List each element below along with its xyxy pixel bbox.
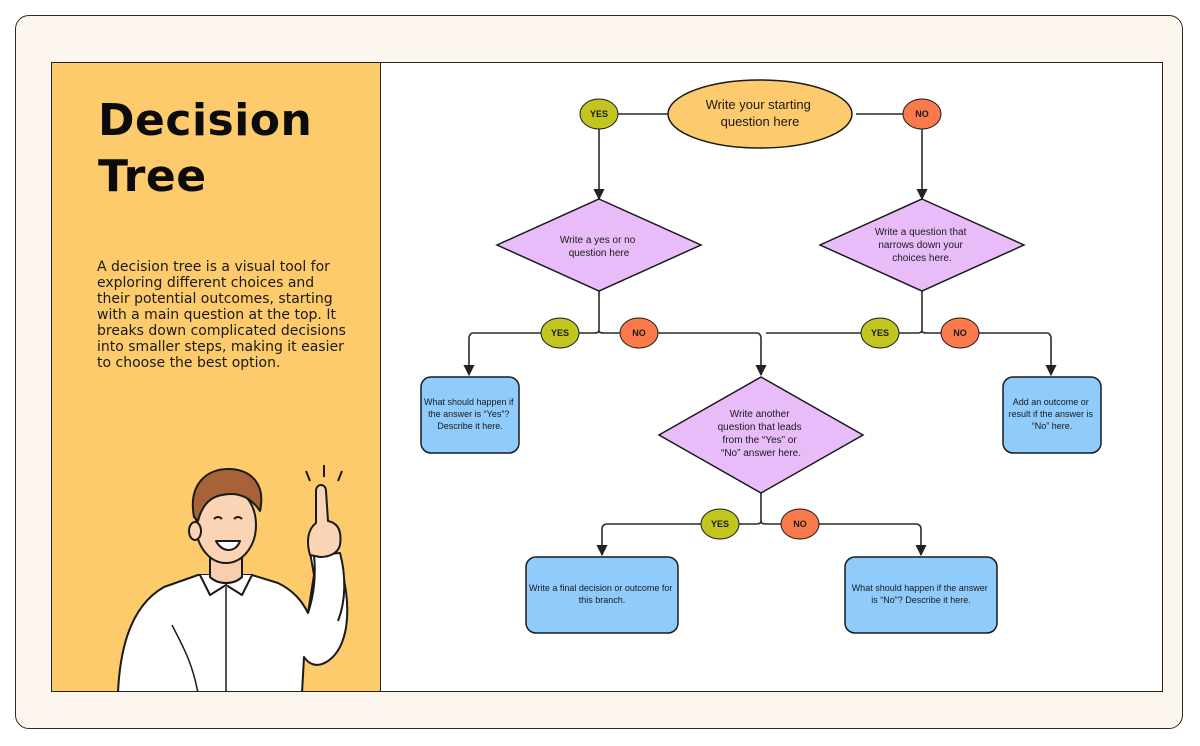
- outcome-left-node[interactable]: What should happen if the answer is “Yes…: [420, 376, 520, 454]
- svg-text:Add an outcome or re: Add an outcome or result if the answer i…: [1008, 397, 1095, 431]
- no-badge-top: NO: [902, 98, 942, 130]
- decision-tree-diagram: Write your starting question here Write …: [420, 79, 1102, 634]
- outcome-right-node[interactable]: Add an outcome or result if the answer i…: [1002, 376, 1102, 454]
- connector-right-question-outcome: [921, 330, 1057, 377]
- svg-text:NO: NO: [915, 109, 929, 119]
- yes-badge-left: YES: [540, 317, 580, 349]
- intro-panel: Decision Tree A decision tree is a visua…: [52, 63, 381, 691]
- svg-text:What should happen if the answ: What should happen if the answer is “No”…: [852, 583, 991, 605]
- decision-tree-board: Decision Tree A decision tree is a visua…: [51, 62, 1163, 692]
- title-line-1: Decision: [98, 95, 313, 146]
- connector-middle-bottom-right: [760, 520, 927, 557]
- description-text: A decision tree is a visual tool for exp…: [97, 259, 346, 371]
- man-pointing-up-icon: [117, 465, 349, 691]
- svg-text:NO: NO: [953, 328, 967, 338]
- outcome-bottom-right-node[interactable]: What should happen if the answer is “No”…: [844, 556, 998, 634]
- svg-text:NO: NO: [632, 328, 646, 338]
- svg-text:What should happen if: What should happen if the answer is “Yes…: [424, 397, 516, 431]
- yes-badge-right: YES: [860, 317, 900, 349]
- svg-text:Write a final decision or outc: Write a final decision or outcome for th…: [529, 583, 675, 605]
- svg-text:YES: YES: [590, 109, 608, 119]
- outer-frame: Decision Tree A decision tree is a visua…: [15, 15, 1183, 729]
- no-badge-left: NO: [619, 317, 659, 349]
- left-question-node[interactable]: Write a yes or no question here: [495, 198, 703, 292]
- svg-text:Write a question that: Write a question that narrows down your …: [875, 227, 969, 264]
- no-badge-right: NO: [940, 317, 980, 349]
- yes-badge-bottom: YES: [700, 508, 740, 540]
- svg-text:NO: NO: [793, 519, 807, 529]
- middle-question-node[interactable]: Write another question that leads from t…: [657, 376, 865, 494]
- page-title: Decision Tree: [98, 93, 368, 205]
- svg-text:Write a yes or no qu: Write a yes or no question here: [560, 235, 638, 259]
- svg-text:Write your starting: Write your starting question here: [706, 97, 815, 129]
- connectors: [463, 113, 1057, 557]
- svg-text:YES: YES: [551, 328, 569, 338]
- right-question-node[interactable]: Write a question that narrows down your …: [818, 198, 1026, 292]
- outcome-bottom-left-node[interactable]: Write a final decision or outcome for th…: [525, 556, 679, 634]
- yes-badge-top: YES: [579, 98, 619, 130]
- connector-left-question-middle: [598, 330, 767, 377]
- svg-text:Write another questi: Write another question that leads from t…: [718, 409, 805, 459]
- connector-right-question-middle: [766, 291, 923, 334]
- svg-text:YES: YES: [711, 519, 729, 529]
- title-line-2: Tree: [98, 151, 207, 202]
- connector-middle-bottom-left: [596, 493, 762, 557]
- start-question-node[interactable]: Write your starting question here: [667, 79, 853, 149]
- svg-text:YES: YES: [871, 328, 889, 338]
- no-badge-bottom: NO: [780, 508, 820, 540]
